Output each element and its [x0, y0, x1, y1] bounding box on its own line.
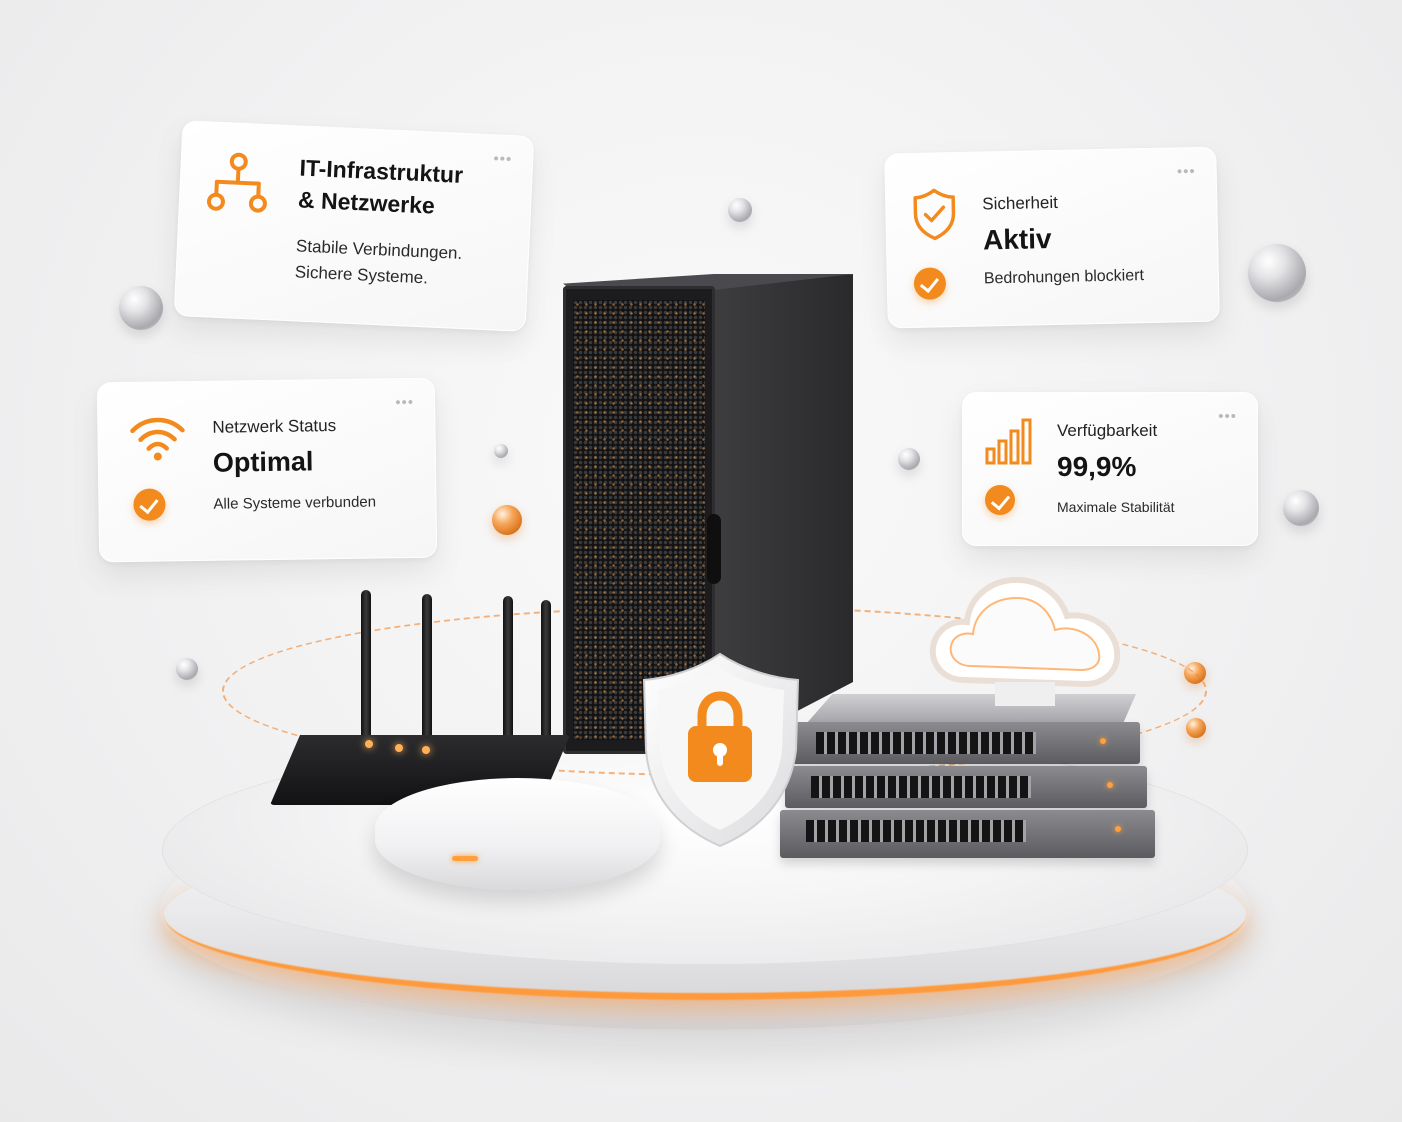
- orange-sphere: [1186, 718, 1206, 738]
- security-value: Aktiv: [982, 223, 1052, 256]
- network-switch: [785, 766, 1147, 808]
- switch-top-surface: [806, 694, 1136, 724]
- router-antenna: [361, 590, 371, 740]
- router-antenna: [422, 594, 432, 744]
- server-rack: [563, 274, 853, 754]
- network-status-card: Netzwerk Status Optimal Alle Systeme ver…: [96, 377, 438, 563]
- status-label: Netzwerk Status: [212, 416, 337, 437]
- availability-value: 99,9%: [1057, 451, 1137, 482]
- silver-sphere: [1283, 490, 1319, 526]
- card-subtitle-line2: Sichere Systeme.: [294, 262, 429, 288]
- check-icon: [913, 267, 947, 300]
- more-options-icon[interactable]: •••: [1176, 162, 1196, 181]
- cloud-icon: [929, 576, 1121, 706]
- silver-sphere: [494, 444, 508, 458]
- signal-bars-icon: [985, 418, 1032, 465]
- silver-sphere: [728, 198, 752, 222]
- rack-handle: [707, 514, 721, 584]
- card-title-line1: IT-Infrastruktur: [299, 154, 464, 188]
- silver-sphere: [119, 286, 163, 330]
- shield-check-icon: [913, 188, 956, 241]
- more-options-icon[interactable]: •••: [1218, 408, 1237, 425]
- silver-sphere: [1248, 244, 1306, 302]
- infrastructure-card: IT-Infrastruktur & Netzwerke Stabile Ver…: [173, 120, 535, 332]
- network-switch: [780, 810, 1155, 858]
- router-antenna: [503, 596, 513, 746]
- access-point: [375, 778, 660, 890]
- card-subtitle-line1: Stabile Verbindungen.: [295, 236, 463, 263]
- more-options-icon[interactable]: •••: [395, 393, 415, 412]
- availability-detail: Maximale Stabilität: [1057, 499, 1175, 515]
- status-detail: Alle Systeme verbunden: [213, 493, 377, 513]
- rack-mesh: [573, 300, 705, 740]
- router-led: [422, 746, 430, 754]
- status-value: Optimal: [212, 446, 314, 478]
- security-card: Sicherheit Aktiv Bedrohungen blockiert •…: [884, 146, 1220, 329]
- card-title-line2: & Netzwerke: [297, 186, 436, 219]
- more-options-icon[interactable]: •••: [493, 150, 513, 169]
- network-switch: [790, 722, 1140, 764]
- platform-glow-ring: [164, 830, 1246, 1000]
- security-detail: Bedrohungen blockiert: [983, 267, 1145, 288]
- router-led: [365, 740, 373, 748]
- check-icon: [985, 485, 1015, 515]
- check-icon: [133, 488, 166, 521]
- wifi-icon: [130, 417, 185, 461]
- orange-sphere: [492, 505, 522, 535]
- security-label: Sicherheit: [982, 192, 1059, 214]
- router-antenna: [541, 600, 551, 750]
- availability-label: Verfügbarkeit: [1057, 421, 1158, 440]
- availability-card: Verfügbarkeit 99,9% Maximale Stabilität …: [962, 392, 1258, 546]
- silver-sphere: [176, 658, 198, 680]
- network-tree-icon: [206, 152, 267, 213]
- lock-shield-icon: [642, 652, 800, 848]
- rack-front-door: [563, 286, 715, 754]
- access-point-led: [452, 856, 478, 861]
- silver-sphere: [898, 448, 920, 470]
- router-led: [395, 744, 403, 752]
